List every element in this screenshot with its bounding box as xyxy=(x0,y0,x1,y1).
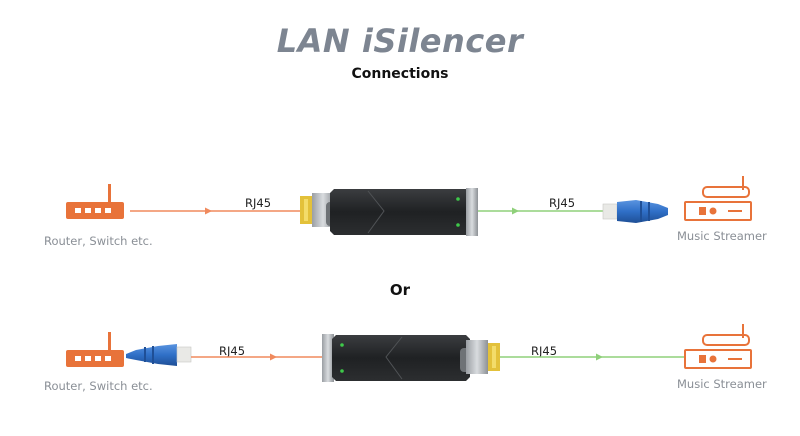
page-subtitle: Connections xyxy=(351,66,449,82)
blue-rj45-plug-row2 xyxy=(126,344,192,366)
isilencer-device-row2 xyxy=(322,334,500,382)
blue-rj45-plug-row1 xyxy=(602,200,668,223)
rj45-label-right-row1: RJ45 xyxy=(549,196,576,210)
cable-line-right-row1 xyxy=(478,207,603,215)
page-title: LAN iSilencer xyxy=(276,22,524,60)
rj45-label-right-row2: RJ45 xyxy=(531,344,558,358)
music-streamer-icon xyxy=(684,176,752,221)
router-label-row1: Router, Switch etc. xyxy=(44,234,153,248)
music-streamer-icon xyxy=(684,324,752,369)
router-icon xyxy=(66,184,124,219)
cable-line-left-row2 xyxy=(191,353,326,361)
isilencer-device-row1 xyxy=(300,188,478,236)
cable-line-right-row2 xyxy=(500,353,685,361)
rj45-label-left-row2: RJ45 xyxy=(219,344,246,358)
streamer-label-row2: Music Streamer xyxy=(677,377,767,391)
streamer-label-row1: Music Streamer xyxy=(677,229,767,243)
rj45-label-left-row1: RJ45 xyxy=(245,196,272,210)
cable-line-left-row1 xyxy=(130,207,300,215)
or-separator: Or xyxy=(389,281,411,299)
router-label-row2: Router, Switch etc. xyxy=(44,379,153,393)
router-icon xyxy=(66,332,124,367)
